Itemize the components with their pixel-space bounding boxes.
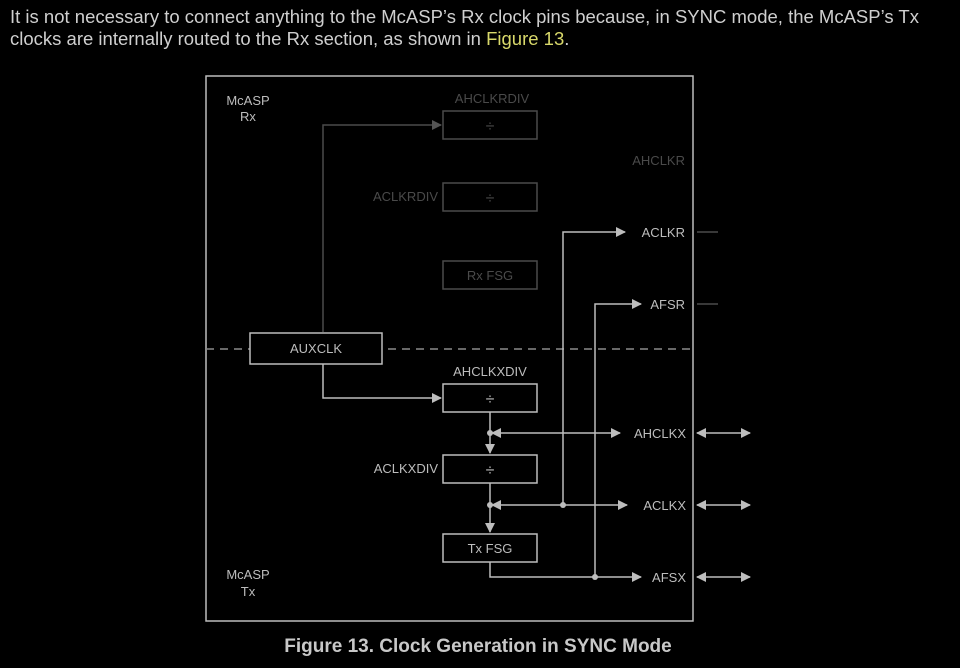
ahclkrdiv-label: AHCLKRDIV: [455, 91, 530, 106]
afsx-pin-label: AFSX: [652, 570, 686, 585]
rx-fsg-label: Rx FSG: [467, 268, 513, 283]
intro-text: It is not necessary to connect anything …: [10, 6, 919, 49]
tx-section-label-1: McASP: [226, 567, 269, 582]
ahclkrdiv-box: [442, 110, 538, 140]
intro-paragraph: It is not necessary to connect anything …: [10, 6, 955, 50]
aclkx-junction: [487, 502, 493, 508]
txfsg-to-afsx-line: [489, 562, 642, 582]
figure-caption: Figure 13. Clock Generation in SYNC Mode: [284, 636, 672, 657]
tx-fsg-label: Tx FSG: [468, 541, 513, 556]
aclkr-pin-label: ACLKR: [642, 225, 685, 240]
aclkx-to-aclkr-line: [562, 227, 626, 505]
figure-link[interactable]: Figure 13: [486, 28, 565, 49]
aclkxdiv-divide-symbol: ÷: [486, 462, 495, 479]
tx-section-label-2: Tx: [241, 584, 256, 599]
ahclkxdiv-label: AHCLKXDIV: [453, 364, 527, 379]
intro-end: .: [564, 28, 570, 49]
ahclkxdiv-divide-symbol: ÷: [486, 391, 495, 408]
rx-section-label-1: McASP: [226, 93, 269, 108]
ahclkrdiv-divide-symbol: ÷: [486, 118, 495, 135]
rx-fsg-box: [442, 260, 538, 290]
ahclkx-junction: [487, 430, 493, 436]
aclkrdiv-label: ACLKRDIV: [373, 189, 438, 204]
ahclkr-pin-label: AHCLKR: [632, 153, 685, 168]
aclkxdiv-label: ACLKXDIV: [374, 461, 439, 476]
auxclk-label: AUXCLK: [290, 341, 342, 356]
auxclk-to-ahclkxdiv-line: [322, 364, 442, 403]
ahclkx-pin-label: AHCLKX: [634, 426, 686, 441]
rx-section-label-2: Rx: [240, 109, 256, 124]
afsx-to-afsr-line: [594, 299, 642, 577]
auxclk-box: [249, 332, 383, 365]
auxclk-to-ahclkrdiv-line: [322, 120, 442, 332]
aclkrdiv-box: [442, 182, 538, 212]
aclkx-pin-label: ACLKX: [643, 498, 686, 513]
aclkrdiv-divide-symbol: ÷: [486, 190, 495, 207]
afsr-pin-label: AFSR: [650, 297, 685, 312]
